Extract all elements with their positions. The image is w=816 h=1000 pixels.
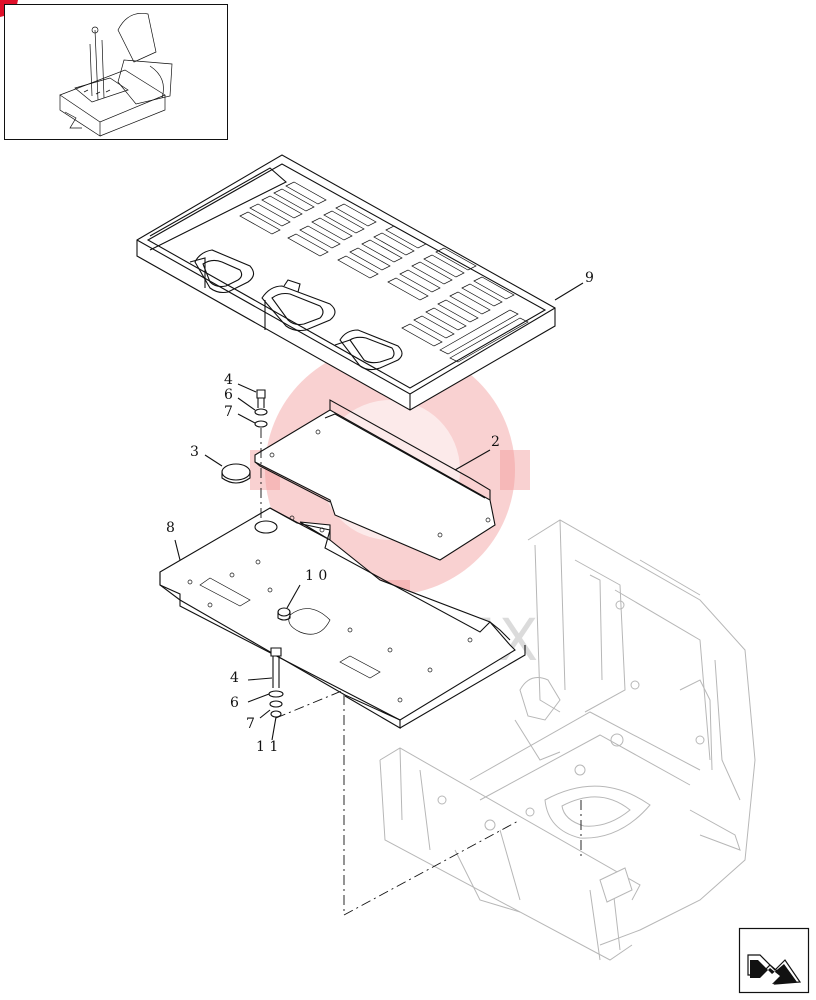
part-9-floor-mat: 9 [136,154,594,411]
part-8-floor-plate: 8 [159,507,526,729]
callout-2: 2 [491,434,500,450]
machine-frame [379,519,756,961]
callout-7-lower: 7 [246,716,255,732]
callout-11: 1 1 [256,739,278,755]
callout-4-lower: 4 [230,670,239,686]
next-page-button[interactable] [738,927,810,994]
next-page-arrow-icon [747,954,802,985]
callout-8: 8 [166,520,175,536]
seat-thumbnail-icon [59,13,173,137]
callout-9: 9 [585,270,594,286]
assembly-center-lines [260,428,582,916]
callout-10: 1 0 [305,568,327,584]
callout-3: 3 [190,444,199,460]
callout-6-lower: 6 [230,695,239,711]
fastener-set-lower: 4 6 7 1 1 [230,647,284,755]
part-10-grommet: 1 0 [277,568,327,621]
part-2-cover-plate: 2 [254,399,500,561]
callout-4-upper: 4 [224,372,233,388]
fastener-set-upper: 4 6 7 [224,372,268,428]
callout-7-upper: 7 [224,404,233,420]
locator-thumbnail [4,4,228,140]
part-3-cap: 3 [190,444,251,484]
callout-6-upper: 6 [224,387,233,403]
